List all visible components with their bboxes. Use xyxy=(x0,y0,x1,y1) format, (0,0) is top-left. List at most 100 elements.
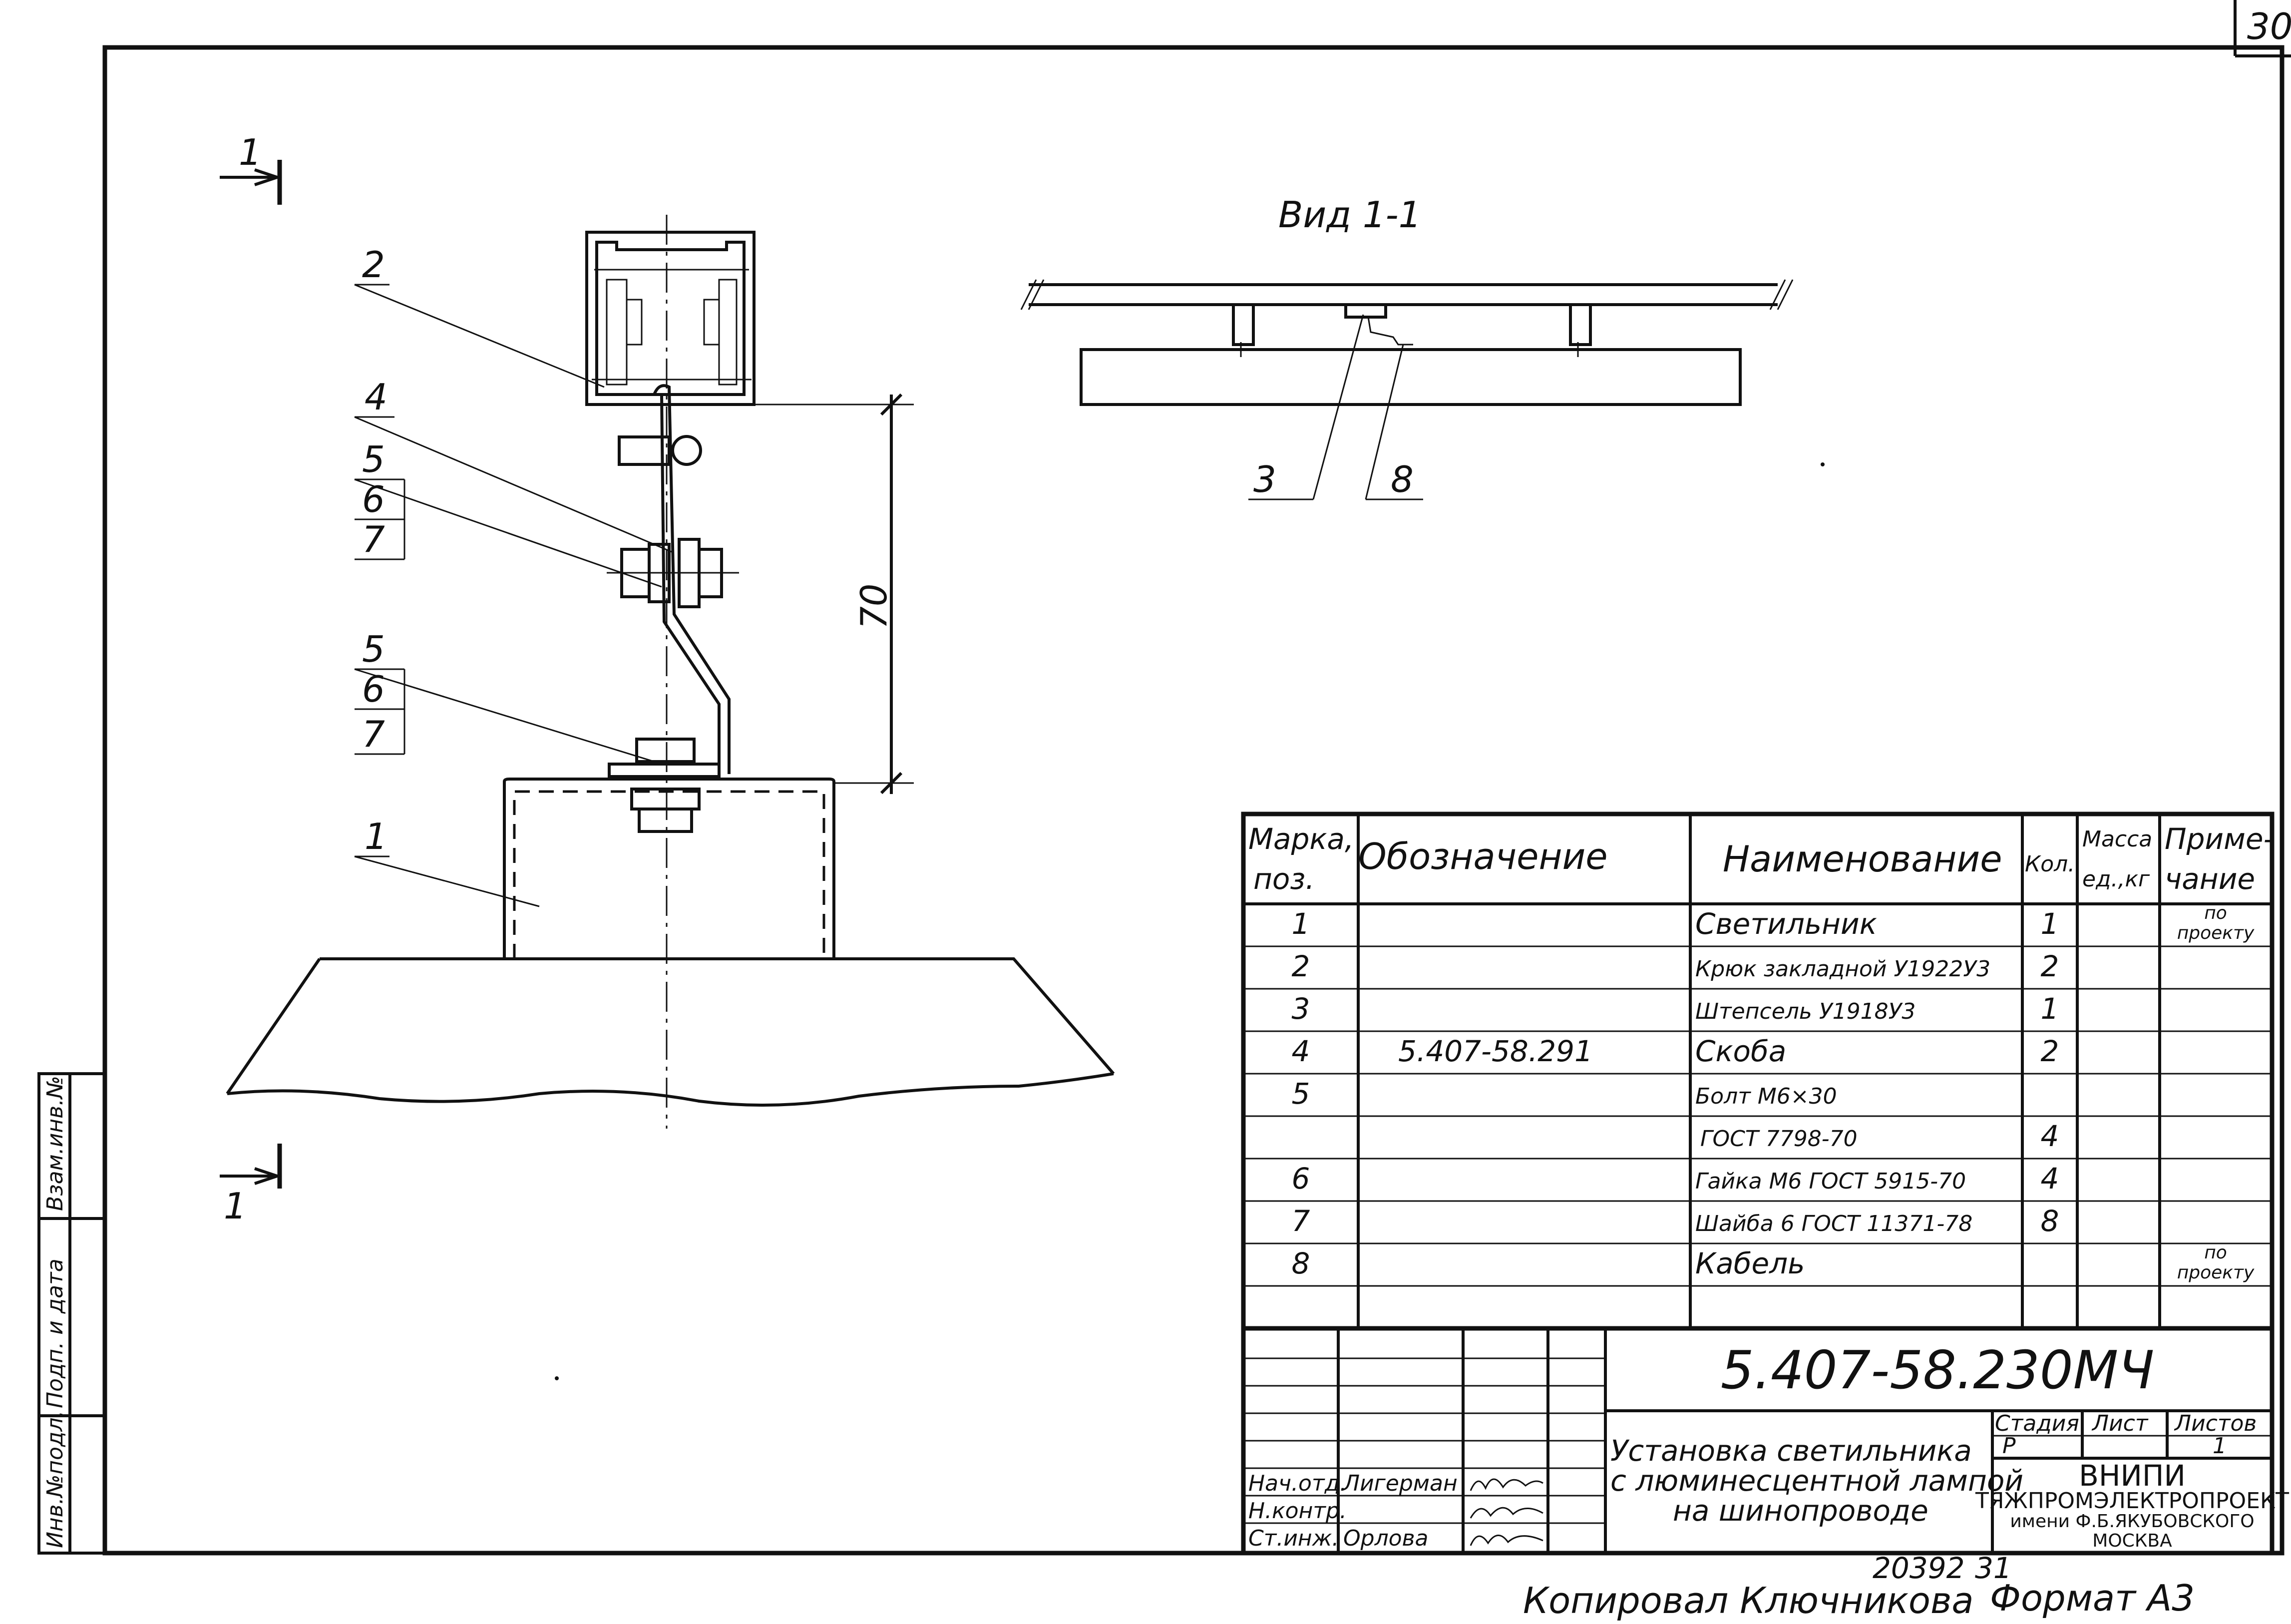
callouts-front: 2 4 5 6 7 5 6 7 1 xyxy=(354,244,672,907)
role-engineer: Ст.инж. xyxy=(1248,1526,1339,1551)
table-row: 4 5.407-58.291 Скоба 2 xyxy=(1292,1034,2059,1068)
doc-code: 5.407-58.230МЧ xyxy=(1721,1340,2154,1401)
callout-4: 4 xyxy=(365,376,387,418)
row-name: Гайка М6 ГОСТ 5915-70 xyxy=(1695,1169,1966,1194)
title-line-2: с люминесцентной лампой xyxy=(1610,1464,2023,1498)
signature-3 xyxy=(1470,1535,1543,1546)
hdr-mass-b: ед.,кг xyxy=(2082,866,2150,892)
row-name: Скоба xyxy=(1695,1034,1786,1068)
section-mark-bottom-label: 1 xyxy=(224,1185,247,1227)
signature-1 xyxy=(1470,1478,1543,1491)
row-qty: 4 xyxy=(2041,1119,2059,1153)
sheet-number-box: 30 xyxy=(2234,0,2291,57)
stage-header: Стадия xyxy=(1995,1411,2079,1436)
section-mark-top: 1 xyxy=(220,131,282,205)
row-name: Шайба 6 ГОСТ 11371-78 xyxy=(1695,1211,1972,1236)
hdr-mark-a: Марка, xyxy=(1248,822,1354,856)
speck xyxy=(555,1376,559,1380)
callout-5a: 5 xyxy=(362,438,385,480)
row-qty: 1 xyxy=(2041,907,2059,941)
row-designation: 5.407-58.291 xyxy=(1398,1034,1593,1068)
section-mark-top-label: 1 xyxy=(239,131,262,173)
row-qty: 1 xyxy=(2041,992,2059,1026)
footer-page: 31 xyxy=(1975,1551,2012,1585)
table-row: ГОСТ 7798-70 4 xyxy=(1700,1119,2059,1153)
row-pos: 8 xyxy=(1292,1246,1310,1280)
stage-value: Р xyxy=(2002,1433,2016,1459)
org-line-1: ВНИПИ xyxy=(2079,1459,2186,1493)
callout-3: 3 xyxy=(1253,458,1276,500)
callout-7b: 7 xyxy=(362,713,385,755)
table-row: 1 Светильник 1 по проекту xyxy=(1292,903,2255,943)
row-note-b: проекту xyxy=(2177,923,2255,943)
dimension-70: 70 xyxy=(853,583,895,629)
side-stamp-replace-inv: Взам.инв.№ xyxy=(42,1076,68,1211)
role-head: Нач.отд. xyxy=(1248,1471,1347,1496)
org-line-3: имени Ф.Б.ЯКУБОВСКОГО xyxy=(2010,1511,2254,1532)
callout-1: 1 xyxy=(365,815,387,857)
callout-5b: 5 xyxy=(362,628,385,670)
callout-6b: 6 xyxy=(362,668,385,710)
name-head: Лигерман xyxy=(1342,1471,1458,1496)
hdr-name: Наименование xyxy=(1723,838,2002,880)
row-pos: 2 xyxy=(1292,949,1310,983)
callout-6a: 6 xyxy=(362,478,385,520)
inv-number: 20392 xyxy=(1873,1551,1965,1585)
row-note-a: по xyxy=(2204,1242,2227,1263)
copied-by: Копировал Ключникова xyxy=(1523,1580,1974,1622)
callout-2: 2 xyxy=(362,244,385,286)
signature-2 xyxy=(1470,1507,1543,1519)
table-row: 8 Кабель по проекту xyxy=(1292,1242,2255,1283)
row-pos: 3 xyxy=(1292,992,1310,1026)
hdr-designation: Обозначение xyxy=(1358,835,1608,877)
row-qty: 4 xyxy=(2041,1162,2059,1196)
table-row: 2 Крюк закладной У1922У3 2 xyxy=(1292,949,2059,983)
hdr-note-a: Приме- xyxy=(2165,822,2274,856)
spec-table: Марка, поз. Обозначение Наименование Кол… xyxy=(1241,812,2275,1331)
format-label: Формат А3 xyxy=(1990,1577,2195,1619)
title-line-1: Установка светильника xyxy=(1610,1434,1972,1468)
view-label: Вид 1-1 xyxy=(1278,194,1421,236)
side-stamp-sign-date: Подп. и дата xyxy=(42,1258,68,1408)
table-row: 7 Шайба 6 ГОСТ 11371-78 8 xyxy=(1292,1204,2059,1238)
hdr-mass-a: Масса xyxy=(2082,826,2152,852)
role-normcontrol: Н.контр. xyxy=(1248,1498,1347,1524)
row-note-b: проекту xyxy=(2177,1262,2255,1283)
row-qty: 8 xyxy=(2041,1204,2059,1238)
section-mark-bottom: 1 xyxy=(220,1144,282,1227)
org-line-2: ТЯЖПРОМЭЛЕКТРОПРОЕКТ xyxy=(1975,1488,2289,1514)
row-qty: 2 xyxy=(2041,1034,2059,1068)
table-row: 6 Гайка М6 ГОСТ 5915-70 4 xyxy=(1292,1162,2059,1196)
row-name: ГОСТ 7798-70 xyxy=(1700,1126,1858,1152)
sheet-number: 30 xyxy=(2247,5,2291,47)
sheets-header: Листов xyxy=(2174,1411,2257,1436)
callout-8: 8 xyxy=(1391,458,1414,500)
row-pos: 5 xyxy=(1292,1077,1310,1111)
row-name: Крюк закладной У1922У3 xyxy=(1695,956,1990,982)
title-block: Нач.отд. Лигерман Н.контр. Ст.инж. Орлов… xyxy=(1241,1326,2289,1556)
name-engineer: Орлова xyxy=(1343,1526,1429,1551)
hdr-note-b: чание xyxy=(2165,862,2255,896)
view-1-1: Вид 1-1 3 8 xyxy=(1020,194,1794,500)
row-name: Штепсель У1918У3 xyxy=(1695,999,1915,1024)
hdr-qty: Кол. xyxy=(2025,851,2075,877)
footer: 20392 31 Копировал Ключникова Формат А3 xyxy=(1523,1551,2195,1622)
row-name: Кабель xyxy=(1695,1246,1805,1280)
row-name: Болт М6×30 xyxy=(1695,1084,1837,1109)
row-note-a: по xyxy=(2204,903,2227,923)
title-line-3: на шинопроводе xyxy=(1673,1494,1928,1528)
speck xyxy=(1821,462,1825,466)
org-line-4: МОСКВА xyxy=(2092,1531,2172,1551)
callout-7a: 7 xyxy=(362,518,385,560)
drawing-frame xyxy=(102,45,2285,1556)
row-qty: 2 xyxy=(2041,949,2059,983)
side-stamp-original-inv: Инв.№подл. xyxy=(42,1410,68,1548)
front-view: 70 2 4 5 6 7 5 6 7 1 xyxy=(226,215,1115,1129)
row-pos: 6 xyxy=(1292,1162,1310,1196)
side-stamp: Взам.инв.№ Подп. и дата Инв.№подл. xyxy=(37,1072,106,1555)
sheet-header: Лист xyxy=(2091,1411,2149,1436)
table-row: 3 Штепсель У1918У3 1 xyxy=(1292,992,2059,1026)
row-pos: 7 xyxy=(1292,1204,1310,1238)
row-pos: 1 xyxy=(1292,907,1310,941)
